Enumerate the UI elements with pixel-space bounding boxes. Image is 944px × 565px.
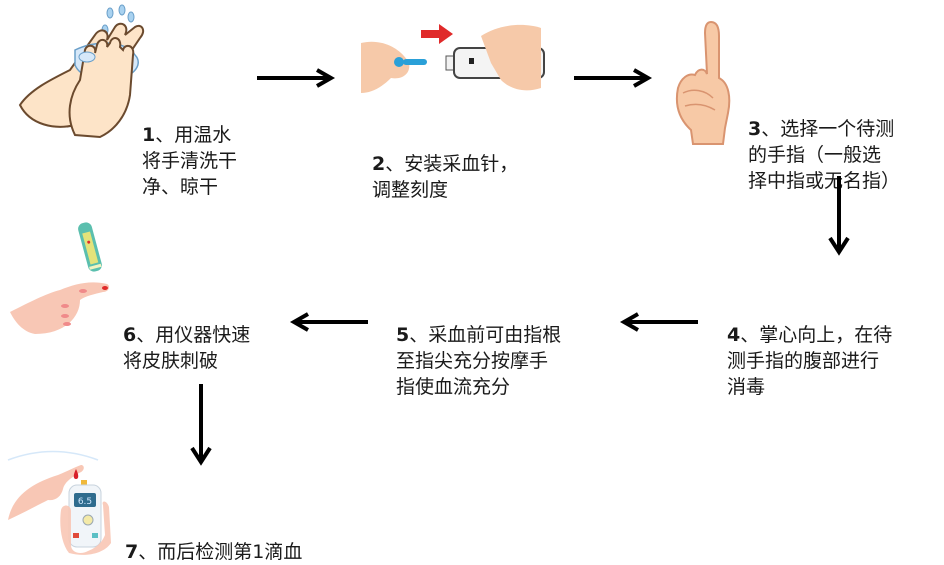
hand-washing-icon	[18, 4, 145, 139]
step-3-number: 3	[748, 118, 762, 140]
step-6-text: 6、用仪器快速 将皮肤刺破	[123, 296, 250, 374]
step-1-number: 1	[142, 124, 156, 146]
step-3-description: 、选择一个待测 的手指（一般选 择中指或无名指）	[748, 118, 901, 192]
arrow-right-icon	[574, 68, 653, 88]
step-4-text: 4、掌心向上，在待 测手指的腹部进行 消毒	[727, 296, 892, 400]
pointing-finger-icon	[675, 20, 731, 145]
step-6-number: 6	[123, 324, 137, 346]
step-7-description: 、而后检测第1滴血	[138, 541, 303, 563]
step-7-number: 7	[125, 541, 139, 563]
glucose-meter-icon: 6.5	[7, 450, 111, 555]
step-4-description: 、掌心向上，在待 测手指的腹部进行 消毒	[727, 324, 893, 398]
step-2-text: 2、安装采血针， 调整刻度	[372, 125, 518, 203]
step-5-number: 5	[396, 324, 410, 346]
arrow-right-icon	[257, 68, 336, 88]
step-3-text: 3、选择一个待测 的手指（一般选 择中指或无名指）	[748, 90, 900, 194]
step-1-text: 1、用温水 将手清洗干 净、晾干	[142, 96, 237, 200]
meter-reading: 6.5	[78, 497, 92, 507]
step-4-number: 4	[727, 324, 741, 346]
arrow-left-icon	[619, 312, 698, 332]
arrow-down-icon	[828, 176, 850, 256]
step-1-description: 、用温水 将手清洗干 净、晾干	[142, 124, 238, 198]
step-2-number: 2	[372, 153, 386, 175]
finger-prick-icon	[10, 222, 110, 334]
step-5-text: 5、采血前可由指根 至指尖充分按摩手 指使血流充分	[396, 296, 561, 400]
arrow-down-icon	[190, 384, 212, 466]
lancet-device-icon	[361, 18, 545, 113]
step-6-description: 、用仪器快速 将皮肤刺破	[123, 324, 251, 372]
step-5-description: 、采血前可由指根 至指尖充分按摩手 指使血流充分	[396, 324, 562, 398]
step-2-description: 、安装采血针， 调整刻度	[372, 153, 519, 201]
arrow-left-icon	[289, 312, 368, 332]
step-7-text: 7、而后检测第1滴血	[125, 513, 302, 565]
